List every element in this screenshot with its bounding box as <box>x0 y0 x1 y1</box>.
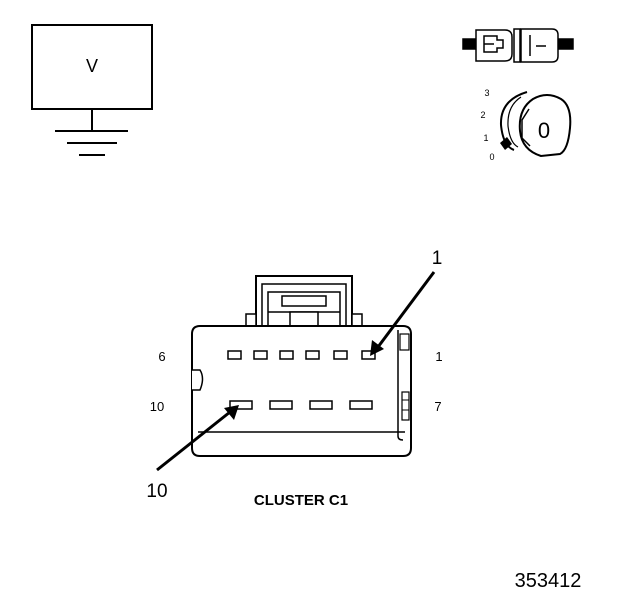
cavity-row-bottom <box>229 400 373 410</box>
cavity-2 <box>333 350 348 360</box>
connector-body <box>191 275 412 457</box>
voltmeter-box <box>31 24 153 110</box>
key-position-0: 0 <box>489 152 494 162</box>
ground-icon <box>55 109 128 156</box>
cavity-4 <box>279 350 294 360</box>
connector-latch <box>245 275 363 327</box>
cavity-8 <box>309 400 333 410</box>
ignition-key-icon: 3 2 1 0 0 <box>480 88 572 162</box>
key-barrel-label: 0 <box>538 118 550 143</box>
voltmeter-label: V <box>86 56 98 76</box>
callout-label-pin-1: 1 <box>432 248 443 269</box>
cavity-7 <box>349 400 373 410</box>
cavity-9 <box>269 400 293 410</box>
cavity-row-top <box>227 350 376 360</box>
key-position-1: 1 <box>483 133 488 143</box>
pin-label-top-left: 6 <box>158 349 165 364</box>
connector-title: CLUSTER C1 <box>254 492 348 509</box>
figure-number: 353412 <box>515 570 582 592</box>
cavity-5 <box>253 350 268 360</box>
key-position-2: 2 <box>480 110 485 120</box>
cavity-3 <box>305 350 320 360</box>
callout-label-pin-10: 10 <box>146 481 167 502</box>
voltmeter-symbol: V <box>31 24 153 156</box>
callout-arrow-pin-10 <box>156 405 239 472</box>
connector-pair-icon <box>462 28 574 63</box>
pin-label-bottom-right: 7 <box>434 399 441 414</box>
cavity-1 <box>361 350 376 360</box>
key-position-3: 3 <box>484 88 489 98</box>
cavity-6 <box>227 350 242 360</box>
cavity-10 <box>229 400 253 410</box>
pin-label-top-right: 1 <box>435 349 442 364</box>
callout-arrow-pin-1 <box>370 271 436 356</box>
pin-label-bottom-left: 10 <box>150 399 164 414</box>
